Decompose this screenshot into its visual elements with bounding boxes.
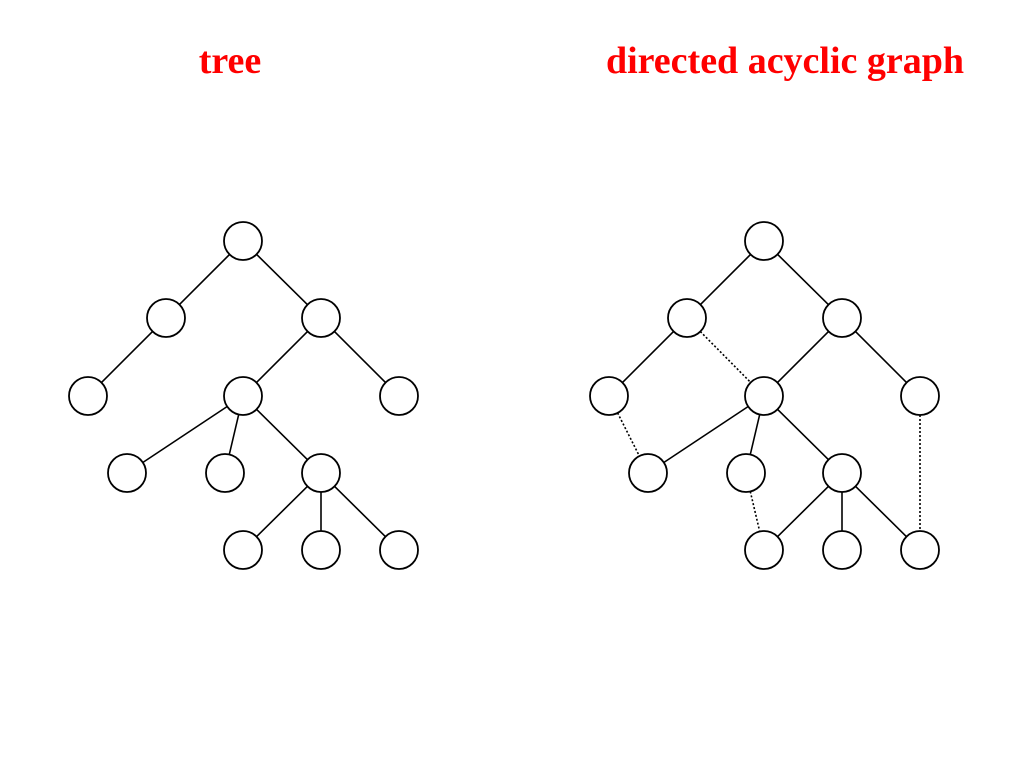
dag-node-D bbox=[589, 376, 629, 416]
tree-edge-C-F bbox=[333, 330, 387, 384]
tree-node-B bbox=[146, 298, 186, 338]
tree-node-F bbox=[379, 376, 419, 416]
tree-node-H bbox=[205, 453, 245, 493]
dag-node-G bbox=[628, 453, 668, 493]
dag-edge-C-F bbox=[854, 330, 908, 384]
dag-edge-E-I bbox=[776, 408, 830, 461]
dag-edge-D-G-dotted bbox=[616, 412, 641, 457]
dag-edge-B-E-dotted bbox=[699, 330, 752, 384]
tree-node-J bbox=[223, 530, 263, 570]
tree-edge-E-G bbox=[142, 405, 228, 464]
dag-edge-A-C bbox=[776, 253, 830, 306]
tree-edge-A-B bbox=[178, 253, 231, 306]
tree-node-A bbox=[223, 221, 263, 261]
tree-diagram bbox=[68, 221, 419, 570]
dag-node-A bbox=[744, 221, 784, 261]
dag-node-C bbox=[822, 298, 862, 338]
tree-node-I bbox=[301, 453, 341, 493]
dag-edge-A-B bbox=[699, 253, 752, 306]
dag-edge-I-J bbox=[776, 485, 830, 538]
dag-edge-H-J-dotted bbox=[749, 491, 761, 532]
tree-edge-E-I bbox=[255, 408, 309, 461]
dag-node-I bbox=[822, 453, 862, 493]
tree-title: tree bbox=[198, 40, 262, 82]
dag-node-F bbox=[900, 376, 940, 416]
dag-title: directed acyclic graph bbox=[605, 40, 965, 82]
tree-node-E bbox=[223, 376, 263, 416]
tree-node-C bbox=[301, 298, 341, 338]
tree-node-L bbox=[379, 530, 419, 570]
tree-node-D bbox=[68, 376, 108, 416]
dag-node-J bbox=[744, 530, 784, 570]
tree-edge-I-L bbox=[333, 485, 387, 538]
dag-edge-C-E bbox=[776, 330, 830, 384]
tree-edge-E-H bbox=[228, 414, 240, 455]
dag-node-K bbox=[822, 530, 862, 570]
tree-edge-B-D bbox=[100, 330, 154, 384]
tree-node-K bbox=[301, 530, 341, 570]
dag-edge-B-D bbox=[621, 330, 675, 384]
tree-node-G bbox=[107, 453, 147, 493]
tree-edge-A-C bbox=[255, 253, 309, 306]
dag-node-L bbox=[900, 530, 940, 570]
dag-edge-I-L bbox=[854, 485, 908, 538]
tree-edge-I-J bbox=[255, 485, 309, 538]
tree-edge-C-E bbox=[255, 330, 309, 384]
dag-node-E bbox=[744, 376, 784, 416]
dag-diagram bbox=[589, 221, 940, 570]
dag-node-B bbox=[667, 298, 707, 338]
dag-edge-E-H bbox=[749, 414, 761, 455]
dag-node-H bbox=[726, 453, 766, 493]
dag-edge-E-G bbox=[663, 405, 749, 464]
